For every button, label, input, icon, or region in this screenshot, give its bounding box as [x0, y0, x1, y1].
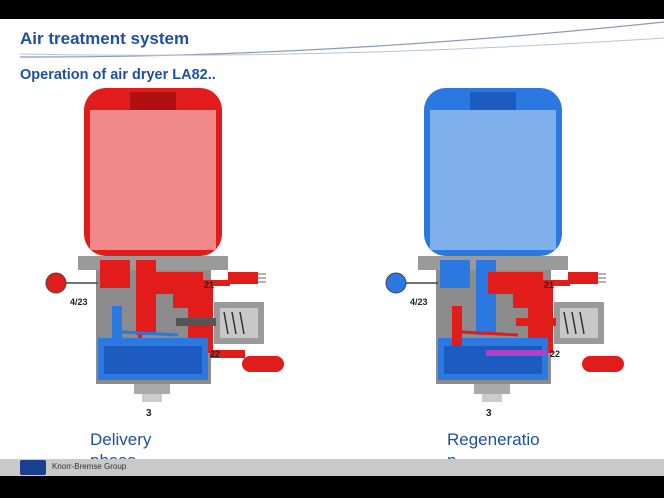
port-label-3: 3 — [146, 408, 152, 419]
port-label-22: 22 — [550, 349, 560, 359]
port-label-21: 21 — [544, 280, 554, 290]
company-name: Knorr-Bremse Group — [52, 462, 127, 471]
desiccant-filter — [430, 110, 556, 250]
port-label-21: 21 — [204, 280, 214, 290]
inlet-port — [385, 272, 407, 294]
air-dryer-diagram-delivery: 4/23 21 22 3 — [45, 88, 284, 419]
port-label-4-23: 4/23 — [410, 297, 428, 307]
port-label-4-23: 4/23 — [70, 297, 88, 307]
top-bar — [0, 0, 664, 19]
page-title: Air treatment system — [20, 29, 190, 48]
regeneration-channel — [486, 350, 546, 356]
air-dryer-diagram-regeneration: 4/23 21 22 3 — [385, 88, 624, 419]
inlet-port — [45, 272, 67, 294]
company-logo-icon — [20, 460, 46, 475]
reservoir-output — [582, 356, 624, 372]
header-swoosh-lines — [19, 21, 664, 58]
page-subtitle: Operation of air dryer LA82.. — [20, 67, 216, 83]
reservoir-output — [242, 356, 284, 372]
desiccant-filter — [90, 110, 216, 250]
footer-bar — [0, 459, 664, 476]
bottom-bar — [0, 476, 664, 498]
port-label-3: 3 — [486, 408, 492, 419]
port-label-22: 22 — [210, 349, 220, 359]
